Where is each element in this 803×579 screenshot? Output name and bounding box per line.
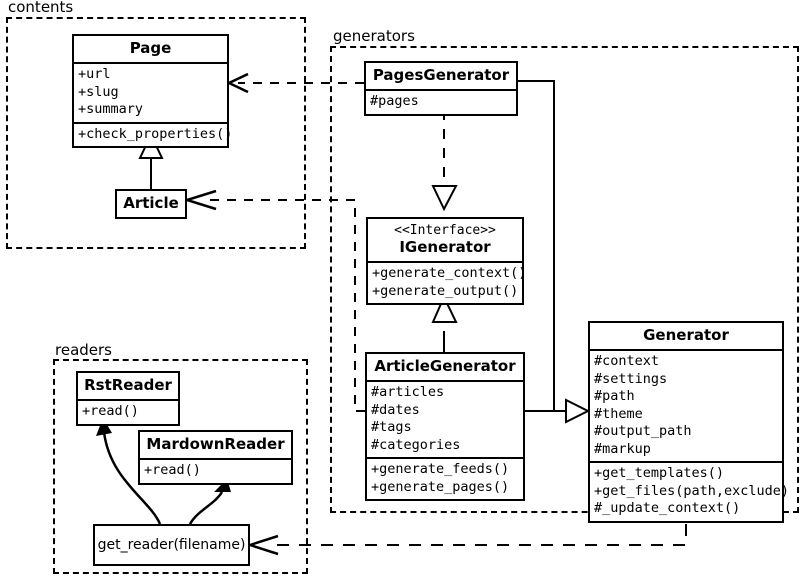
class-box-pagesgenerator[interactable]: PagesGenerator #pages bbox=[364, 61, 518, 116]
attribute: #context bbox=[594, 353, 660, 369]
method: +generate_output() bbox=[372, 282, 519, 299]
class-pagesgenerator-name: PagesGenerator bbox=[372, 66, 510, 84]
package-readers-label: readers bbox=[53, 341, 114, 359]
class-box-mardownreader[interactable]: MardownReader +read() bbox=[138, 430, 293, 485]
method: +generate_context() bbox=[372, 265, 527, 281]
package-contents-label: contents bbox=[6, 0, 76, 16]
attribute: +url bbox=[78, 66, 111, 82]
method: +get_files(path,exclude) bbox=[594, 482, 790, 499]
attribute: +slug bbox=[78, 83, 119, 100]
class-generator-attributes: #context #settings #path #theme #output_… bbox=[590, 349, 782, 461]
class-igenerator-stereotype: <<Interface>> bbox=[394, 223, 496, 238]
class-mardownreader-name: MardownReader bbox=[146, 435, 285, 453]
method: +read() bbox=[82, 403, 139, 419]
attribute: #settings bbox=[594, 370, 668, 387]
class-rstreader-header: RstReader bbox=[78, 373, 178, 399]
class-pagesgenerator-header: PagesGenerator bbox=[366, 63, 516, 89]
attribute: #path bbox=[594, 388, 635, 404]
attribute: #markup bbox=[594, 440, 651, 457]
attribute: +summary bbox=[78, 101, 144, 117]
class-generator-header: Generator bbox=[590, 323, 782, 349]
class-article-header: Article bbox=[117, 191, 185, 217]
class-rstreader-methods: +read() bbox=[78, 399, 178, 424]
attribute: #articles bbox=[371, 384, 445, 400]
package-generators-label: generators bbox=[331, 27, 417, 45]
class-pagesgenerator-attributes: #pages bbox=[366, 89, 516, 114]
class-box-article[interactable]: Article bbox=[115, 189, 187, 219]
class-box-rstreader[interactable]: RstReader +read() bbox=[76, 371, 180, 426]
method: +get_templates() bbox=[594, 465, 725, 481]
class-igenerator-methods: +generate_context() +generate_output() bbox=[368, 261, 527, 303]
method: +generate_pages() bbox=[371, 478, 510, 495]
class-page-attributes: +url +slug +summary bbox=[74, 62, 227, 122]
class-igenerator-header: <<Interface>> IGenerator bbox=[368, 219, 522, 261]
class-box-generator[interactable]: Generator #context #settings #path #them… bbox=[588, 321, 790, 523]
class-article-name: Article bbox=[123, 194, 179, 212]
attribute: #output_path bbox=[594, 423, 692, 439]
function-get-reader-label: get_reader(filename) bbox=[97, 537, 246, 553]
method: #_update_context() bbox=[594, 500, 741, 516]
class-box-page[interactable]: Page +url +slug +summary +check_properti… bbox=[72, 34, 233, 148]
method: +read() bbox=[144, 462, 201, 478]
class-box-igenerator[interactable]: <<Interface>> IGenerator +generate_conte… bbox=[366, 217, 527, 305]
class-articlegenerator-methods: +generate_feeds() +generate_pages() bbox=[367, 457, 523, 499]
class-rstreader-name: RstReader bbox=[84, 376, 172, 394]
attribute: #dates bbox=[371, 401, 420, 418]
class-page-name: Page bbox=[129, 39, 172, 57]
class-igenerator-name: IGenerator bbox=[399, 238, 491, 256]
class-generator-methods: +get_templates() +get_files(path,exclude… bbox=[590, 461, 790, 521]
class-page-header: Page bbox=[74, 36, 227, 62]
attribute: #theme bbox=[594, 405, 643, 422]
class-articlegenerator-name: ArticleGenerator bbox=[374, 357, 516, 375]
package-contents-border bbox=[6, 17, 306, 249]
class-articlegenerator-attributes: #articles #dates #tags #categories bbox=[367, 380, 523, 457]
class-box-articlegenerator[interactable]: ArticleGenerator #articles #dates #tags … bbox=[365, 352, 525, 501]
attribute: #tags bbox=[371, 419, 412, 435]
package-readers-border bbox=[53, 359, 308, 574]
class-generator-name: Generator bbox=[643, 326, 729, 344]
class-page-methods: +check_properties() bbox=[74, 121, 233, 147]
method: +generate_feeds() bbox=[371, 461, 510, 477]
method: +check_properties() bbox=[78, 125, 233, 142]
class-igenerator-name-block: <<Interface>> IGenerator bbox=[368, 219, 522, 261]
class-mardownreader-header: MardownReader bbox=[140, 432, 291, 458]
class-mardownreader-methods: +read() bbox=[140, 458, 291, 483]
attribute: #pages bbox=[370, 93, 419, 109]
function-box-get-reader[interactable]: get_reader(filename) bbox=[93, 524, 250, 566]
class-articlegenerator-header: ArticleGenerator bbox=[367, 354, 523, 380]
attribute: #categories bbox=[371, 436, 461, 453]
